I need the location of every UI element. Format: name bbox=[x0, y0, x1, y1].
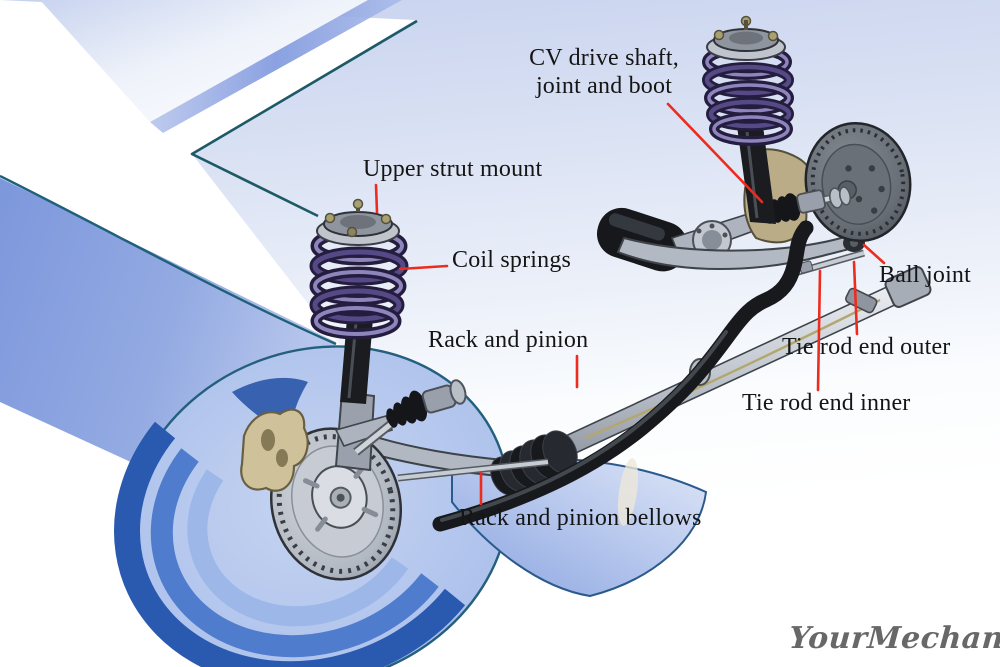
suspension-illustration bbox=[240, 15, 932, 581]
yourmechanic-logo: YourMechanic bbox=[787, 621, 1000, 656]
left-cv-axle bbox=[353, 379, 467, 456]
leader-tie-rod-inner bbox=[816, 269, 822, 392]
label-coil-springs: Coil springs bbox=[452, 247, 572, 273]
leader-coil-springs bbox=[398, 264, 449, 271]
label-tie-rod-end-inner: Tie rod end inner bbox=[742, 390, 911, 416]
sway-bar bbox=[432, 220, 814, 532]
right-strut-assembly bbox=[702, 15, 794, 224]
right-brake-rotor bbox=[804, 121, 912, 243]
label-rack-and-pinion-bellows: Rack and pinion bellows bbox=[459, 505, 702, 531]
right-upper-strut-mount bbox=[706, 15, 786, 61]
label-cv-drive-shaft: CV drive shaft, joint and boot bbox=[529, 45, 679, 100]
hood-panel bbox=[40, 0, 368, 122]
left-upper-strut-mount bbox=[316, 198, 400, 246]
label-ball-joint: Ball joint bbox=[879, 262, 971, 288]
leader-upper-strut-mount bbox=[374, 183, 379, 214]
left-tie-rod bbox=[397, 458, 549, 482]
label-tie-rod-end-outer: Tie rod end outer bbox=[782, 334, 951, 360]
leader-ball-joint bbox=[862, 243, 886, 265]
left-coil-spring bbox=[309, 226, 409, 340]
right-coil-spring bbox=[702, 44, 794, 146]
body-outline-chevron bbox=[190, 19, 418, 218]
rack-and-pinion-assembly bbox=[542, 266, 932, 466]
label-upper-strut-mount: Upper strut mount bbox=[363, 156, 543, 182]
left-brake-caliper bbox=[240, 408, 309, 492]
rack-bellows bbox=[490, 430, 578, 496]
label-rack-and-pinion: Rack and pinion bbox=[428, 327, 589, 353]
hood-edge-band bbox=[150, 0, 402, 133]
leader-tie-rod-outer bbox=[852, 260, 859, 336]
leader-lines bbox=[374, 102, 886, 506]
right-cv-shaft bbox=[759, 186, 852, 224]
leader-cv-drive-shaft bbox=[666, 102, 764, 204]
left-strut-assembly bbox=[309, 198, 409, 404]
right-tie-rod bbox=[797, 249, 865, 276]
